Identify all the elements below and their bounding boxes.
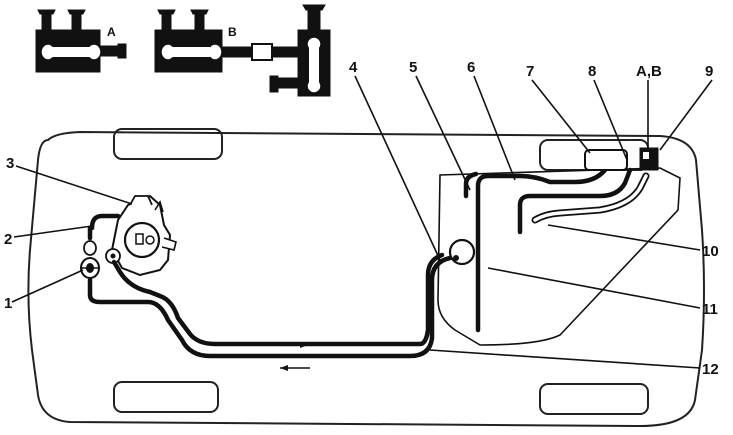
- fuel-lines: [87, 147, 659, 359]
- carburetor: [105, 194, 177, 277]
- callout-9: 9: [705, 63, 713, 80]
- callout-6: 6: [467, 59, 475, 76]
- callout-5: 5: [409, 59, 417, 76]
- callout-3: 3: [6, 155, 14, 172]
- fuel-filter: [80, 240, 100, 279]
- leader-lines: [11, 75, 713, 369]
- callout-12: 12: [702, 361, 719, 378]
- callout-4: 4: [349, 59, 358, 76]
- fuel-tank-outline: [437, 167, 681, 346]
- flow-arrows: [280, 342, 310, 371]
- inset-b-label: B: [228, 25, 237, 39]
- callout-7: 7: [526, 63, 534, 80]
- callout-8: 8: [588, 63, 596, 80]
- callout-ab: A,B: [636, 63, 662, 80]
- callout-labels: 1 2 3 4 5 6 7 8 A,B 9 10 11 12: [4, 59, 719, 378]
- callout-2: 2: [4, 231, 12, 248]
- callout-1: 1: [4, 295, 12, 312]
- callout-10: 10: [702, 243, 719, 260]
- callout-11: 11: [702, 301, 718, 318]
- inset-b-valve-tee: B: [154, 4, 331, 97]
- inset-a-valve: A: [35, 9, 127, 73]
- inset-a-label: A: [107, 25, 116, 39]
